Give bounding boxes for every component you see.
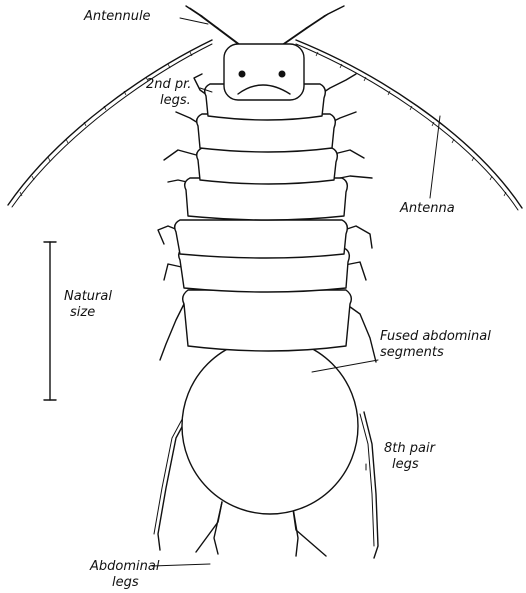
- label-abdominal-legs-1: Abdominal: [89, 559, 160, 574]
- label-second-pair-legs-2: legs.: [160, 93, 191, 108]
- body: [175, 44, 358, 514]
- label-antennule: Antennule: [83, 9, 151, 24]
- eye-right: [279, 71, 286, 78]
- label-fused-abdominal-2: segments: [380, 345, 444, 360]
- label-abdominal-legs-2: legs: [112, 575, 139, 590]
- label-antenna: Antenna: [399, 201, 455, 216]
- label-eighth-pair-2: legs: [392, 457, 419, 472]
- label-natural-size-1: Natural: [64, 289, 112, 304]
- eye-left: [239, 71, 246, 78]
- scale-bar: [44, 242, 56, 400]
- label-eighth-pair-1: 8th pair: [384, 441, 437, 456]
- antennule-left: [186, 6, 242, 46]
- antenna-left: [8, 40, 212, 207]
- fused-abdomen: [182, 338, 358, 514]
- antennule-right: [280, 6, 344, 46]
- head: [224, 44, 304, 100]
- label-natural-size-2: size: [70, 305, 95, 320]
- label-second-pair-legs-1: 2nd pr.: [146, 77, 191, 92]
- label-fused-abdominal-1: Fused abdominal: [380, 329, 491, 344]
